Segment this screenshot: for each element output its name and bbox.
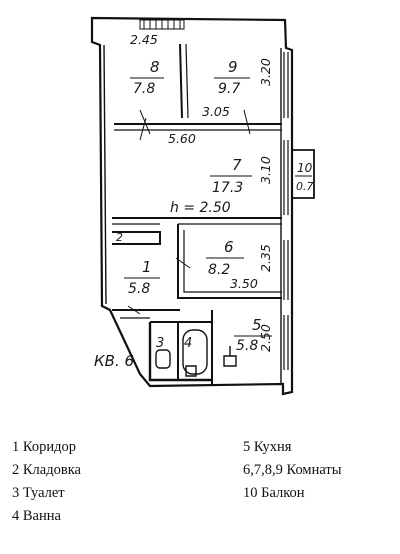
room-4-number: 4 xyxy=(184,336,192,351)
legend-item: 6,7,8,9 Комнаты xyxy=(243,462,342,478)
room-10-area: 0.7 xyxy=(296,180,314,193)
bathroom-fixtures xyxy=(155,329,237,377)
room-7-area: 17.3 xyxy=(212,180,243,196)
dim-room6-width: 3.50 xyxy=(230,276,258,291)
dim-room6-height: 2.35 xyxy=(258,244,273,272)
dim-room8-width: 2.45 xyxy=(130,32,158,47)
room-6-number: 6 xyxy=(224,238,234,256)
legend-item: 3 Туалет xyxy=(12,485,65,501)
legend-left: 1 Коридор 2 Кладовка 3 Туалет 4 Ванна xyxy=(12,436,81,528)
outer-walls xyxy=(90,16,294,396)
room-9-number: 9 xyxy=(228,58,238,76)
legend-right: 5 Кухня 6,7,8,9 Комнаты 10 Балкон xyxy=(243,436,342,505)
room-1-number: 1 xyxy=(142,258,152,276)
room-8-area: 7.8 xyxy=(133,81,155,97)
legend-item: 1 Коридор xyxy=(12,439,76,455)
top-wall-hatch xyxy=(139,19,185,30)
interior-walls xyxy=(112,43,282,384)
room-7-number: 7 xyxy=(232,156,242,174)
dim-room9-width: 3.05 xyxy=(202,104,230,119)
dim-room7-width: 5.60 xyxy=(168,131,196,146)
room-labels: 8 7.8 9 9.7 7 17.3 10 0.7 6 8.2 1 5.8 5 … xyxy=(116,58,314,354)
dim-kitchen-height: 2.50 xyxy=(258,324,273,352)
room-9-area: 9.7 xyxy=(218,81,240,97)
ceiling-height: h = 2.50 xyxy=(170,200,231,216)
room-6-area: 8.2 xyxy=(208,262,230,278)
legend-item: 5 Кухня xyxy=(243,439,292,455)
room-5-area: 5.8 xyxy=(236,338,258,354)
dimension-labels: 2.45 3.20 3.05 5.60 3.10 2.35 3.50 2.50 xyxy=(130,32,273,352)
room-2-number: 2 xyxy=(116,231,123,244)
balcony-outline xyxy=(292,149,315,199)
legend-item: 4 Ванна xyxy=(12,508,61,524)
floor-plan: 8 7.8 9 9.7 7 17.3 10 0.7 6 8.2 1 5.8 5 … xyxy=(90,16,315,396)
room-1-area: 5.8 xyxy=(128,281,150,297)
legend-item: 10 Балкон xyxy=(243,485,305,501)
windows xyxy=(283,52,289,370)
dim-room7-height: 3.10 xyxy=(258,156,273,184)
legend-item: 2 Кладовка xyxy=(12,462,81,478)
dim-room9-height: 3.20 xyxy=(258,58,273,86)
room-5-number: 5 xyxy=(252,316,262,334)
room-8-number: 8 xyxy=(150,58,160,76)
room-3-number: 3 xyxy=(156,336,164,351)
dimension-ticks xyxy=(127,109,251,315)
room-10-number: 10 xyxy=(297,161,313,175)
apartment-label: КВ. 6 xyxy=(94,352,134,370)
